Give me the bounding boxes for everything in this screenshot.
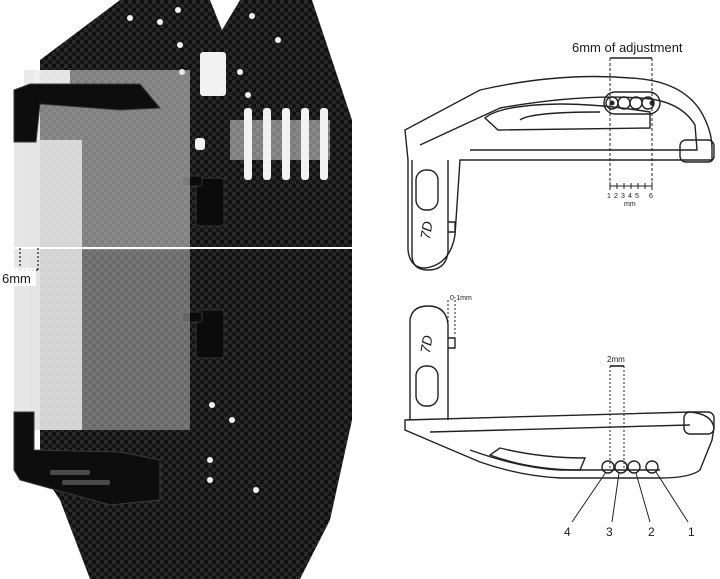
- bottom-arm-slot: [488, 447, 587, 471]
- chassis-slot-small: [195, 138, 205, 150]
- scale-tick-labels: 1 2 3 4 5 6: [607, 193, 653, 200]
- hole-leader-lines: [571, 471, 689, 523]
- top-upright-slot: [415, 169, 439, 211]
- scale-tick-6: 6: [649, 193, 653, 200]
- bottom-technical-drawing: [404, 300, 715, 523]
- spacing-label: 2mm: [607, 355, 625, 364]
- height-label: 0-1mm: [450, 295, 472, 302]
- top-bracket-arm: [404, 75, 713, 269]
- hole-number-1: 1: [688, 525, 695, 539]
- top-adjustment-holes: [603, 91, 661, 115]
- chassis-vent-slots: [230, 108, 330, 180]
- scale-tick-3: 3: [621, 193, 625, 200]
- top-arm-slot: [483, 103, 651, 131]
- battery-clamp-bottom-holes: [50, 470, 110, 485]
- scale-unit: mm: [624, 201, 636, 208]
- battery-clamp-bottom: [13, 411, 161, 506]
- scale-tick-4: 4: [628, 193, 632, 200]
- chassis-photo: 6mm: [0, 0, 352, 579]
- adjustment-mm-scale: [609, 182, 653, 190]
- chassis-posts: [181, 175, 225, 359]
- spacing-marker: [609, 366, 625, 470]
- bottom-upright: [409, 305, 449, 420]
- adjustment-title: 6mm of adjustment: [572, 40, 683, 55]
- top-technical-drawing: [404, 57, 715, 271]
- hole-number-4: 4: [564, 525, 571, 539]
- top-logo: 7D: [417, 220, 436, 240]
- battery-clamp-top: [13, 83, 162, 143]
- hole-number-labels: 4 3 2 1: [564, 525, 695, 539]
- bottom-upright-slot: [415, 365, 439, 407]
- bottom-bracket-arm: [404, 411, 715, 479]
- top-upright: [411, 160, 449, 271]
- gap-label: 6mm: [2, 271, 31, 286]
- scale-tick-5: 5: [635, 193, 639, 200]
- scale-tick-2: 2: [614, 193, 618, 200]
- bottom-logo: 7D: [417, 334, 436, 354]
- chassis-slot-top: [200, 52, 226, 96]
- bottom-adjustment-holes: [601, 460, 659, 474]
- scale-tick-1: 1: [607, 193, 611, 200]
- hole-number-2: 2: [648, 525, 655, 539]
- hole-number-3: 3: [606, 525, 613, 539]
- height-marker: [447, 300, 456, 336]
- adjustment-dimension-lines: [609, 58, 653, 188]
